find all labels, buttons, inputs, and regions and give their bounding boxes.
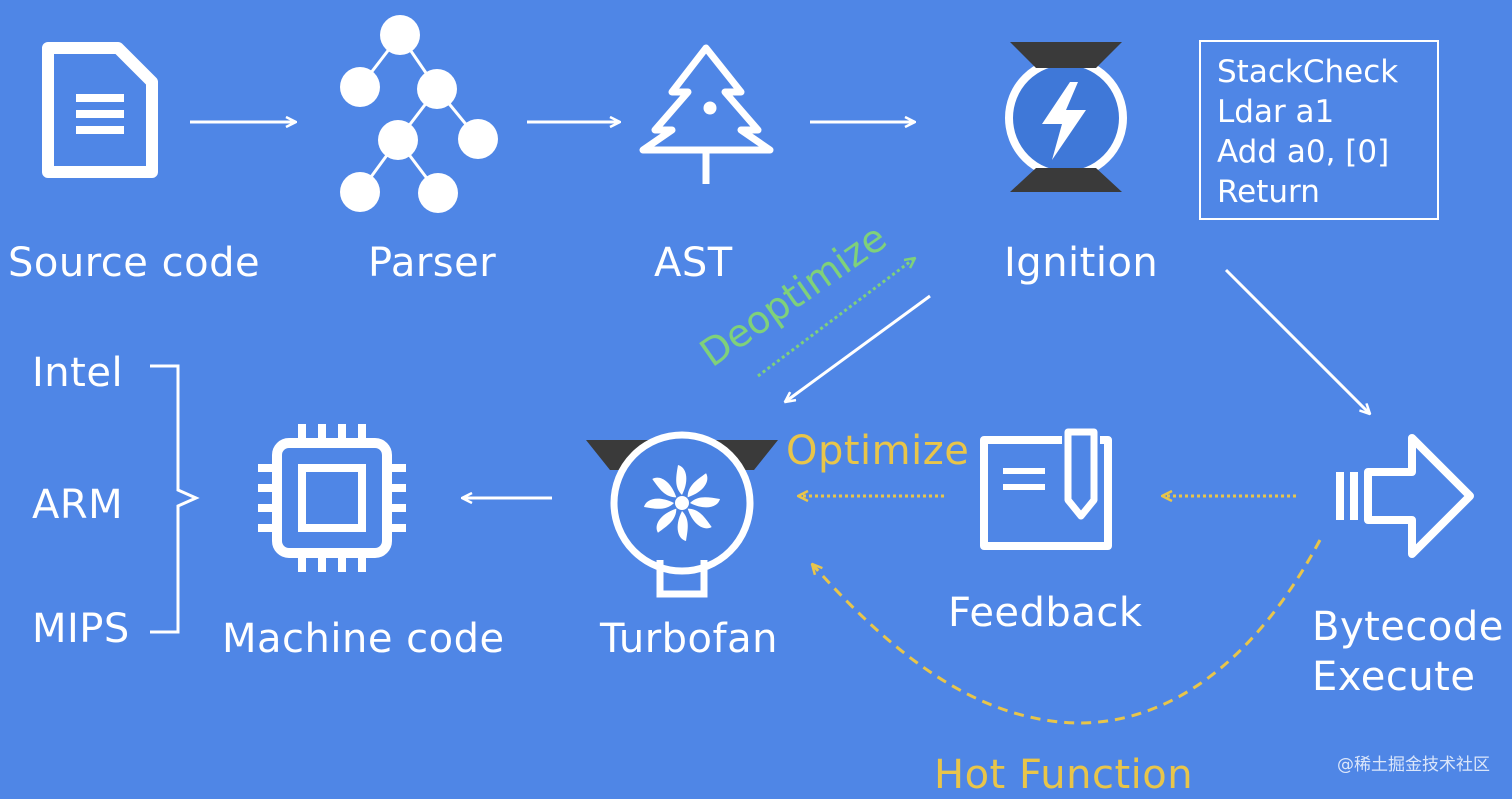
arch-mips-label: MIPS	[32, 606, 130, 652]
bytecode-line: StackCheck	[1217, 54, 1399, 90]
turbofan-icon	[586, 431, 778, 598]
bytecode-line: Add a0, [0]	[1217, 134, 1390, 170]
source-code-label: Source code	[8, 240, 261, 286]
ignition-hourglass-icon	[1005, 42, 1127, 192]
bytecode-listing-box: StackCheck Ldar a1 Add a0, [0] Return	[1199, 40, 1439, 220]
parser-label: Parser	[368, 240, 497, 286]
machine-code-label: Machine code	[222, 616, 505, 662]
bytecode-line: Ldar a1	[1217, 94, 1335, 130]
watermark: @稀土掘金技术社区	[1337, 755, 1490, 775]
cpu-chip-icon	[258, 424, 406, 572]
parser-tree-icon	[340, 15, 498, 213]
hot-function-label: Hot Function	[934, 752, 1194, 798]
feedback-notepad-icon	[980, 428, 1112, 550]
ignition-label: Ignition	[1004, 240, 1159, 286]
optimize-label: Optimize	[786, 428, 970, 474]
bytecode-label: Bytecode	[1312, 604, 1504, 650]
ast-tree-icon	[639, 44, 774, 184]
turbofan-label: Turbofan	[600, 616, 778, 662]
document-icon	[42, 42, 158, 178]
arch-arm-label: ARM	[32, 482, 124, 528]
arrow-deoptimize	[757, 258, 915, 378]
arrow-ignition-to-turbofan	[785, 294, 931, 402]
arrow-ignition-to-bytecode	[1224, 268, 1370, 414]
ast-label: AST	[654, 240, 733, 286]
arch-intel-label: Intel	[32, 350, 124, 396]
architecture-bracket	[150, 364, 200, 634]
feedback-label: Feedback	[948, 590, 1143, 636]
execute-arrow-icon	[1336, 434, 1474, 558]
bytecode-line: Return	[1217, 174, 1320, 210]
execute-label: Execute	[1312, 654, 1476, 700]
